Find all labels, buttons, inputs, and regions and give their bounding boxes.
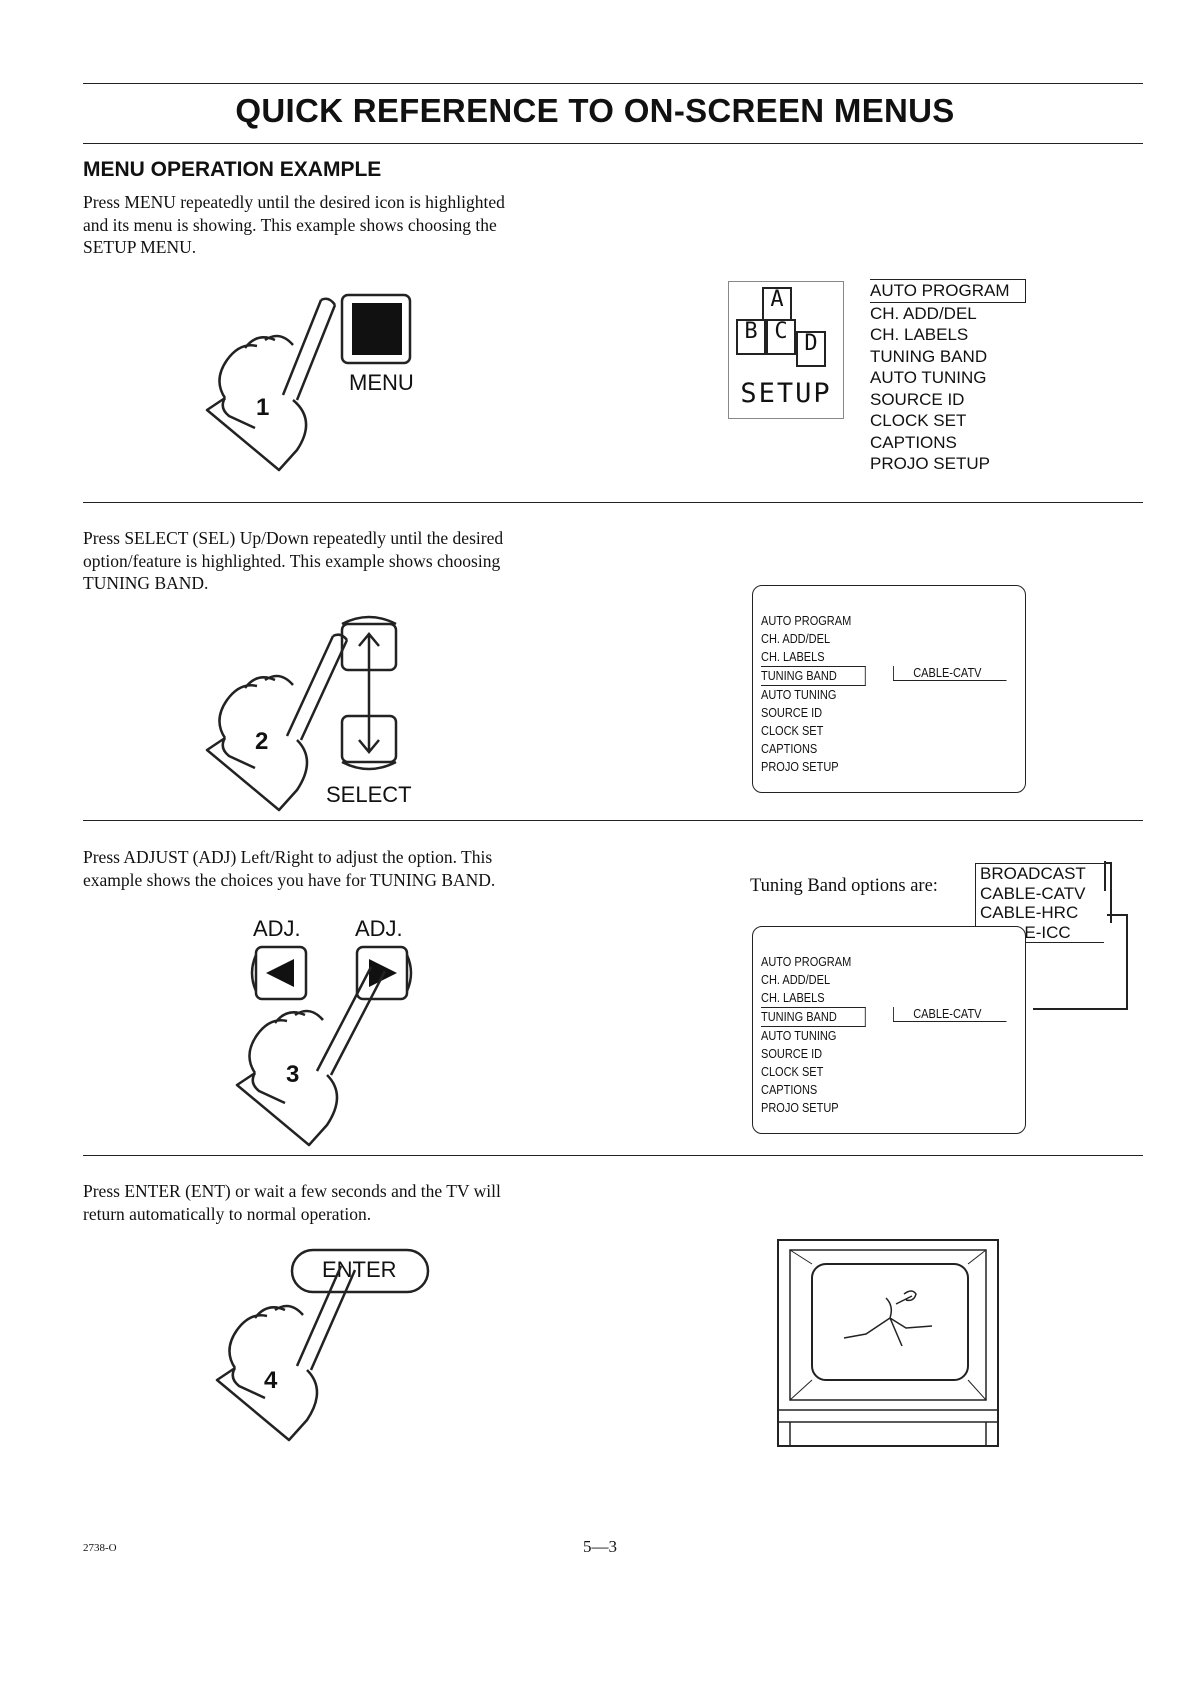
pointing-hand-icon	[205, 297, 337, 472]
osd-item: PROJO SETUP	[761, 760, 839, 774]
osd-value-box: CABLE-CATV	[893, 1007, 1007, 1022]
abcd-blocks-icon	[736, 287, 826, 367]
osd-item: CAPTIONS	[761, 1083, 818, 1097]
step4-instructions: Press ENTER (ENT) or wait a few seconds …	[83, 1180, 573, 1225]
step4-number: 4	[264, 1367, 278, 1394]
step3-line: Press ADJUST (ADJ) Left/Right to adjust …	[83, 847, 493, 867]
pointing-hand-icon	[205, 633, 349, 812]
page-number: 5—3	[583, 1537, 617, 1556]
menu-button-icon	[340, 293, 412, 365]
option-item: BROADCAST	[980, 864, 1086, 883]
page-title: QUICK REFERENCE TO ON-SCREEN MENUS	[235, 92, 955, 129]
option-item: CABLE-HRC	[980, 903, 1079, 922]
menu-item: CH. ADD/DEL	[870, 303, 977, 323]
step1-instructions: Press MENU repeatedly until the desired …	[83, 191, 573, 259]
menu-item: PROJO SETUP	[870, 454, 990, 473]
adj-right-label: ADJ.	[355, 916, 403, 941]
block-letter-b: B	[744, 319, 758, 344]
osd-item: CH. ADD/DEL	[761, 973, 831, 987]
osd-item: AUTO PROGRAM	[761, 955, 852, 969]
menu-item: CAPTIONS	[870, 432, 957, 452]
osd-item: AUTO PROGRAM	[761, 614, 852, 628]
block-letter-a: A	[770, 287, 784, 312]
osd-item: AUTO TUNING	[761, 688, 837, 702]
step2-line: Press SELECT (SEL) Up/Down repeatedly un…	[83, 528, 504, 548]
osd-item: SOURCE ID	[761, 1047, 823, 1061]
menu-item: SOURCE ID	[870, 389, 965, 409]
step1-line: and its menu is showing. This example sh…	[83, 214, 497, 235]
step1-number: 1	[256, 394, 270, 421]
osd-value-box: CABLE-CATV	[893, 666, 1007, 681]
step3-instructions: Press ADJUST (ADJ) Left/Right to adjust …	[83, 846, 573, 891]
osd-item-highlighted: TUNING BAND	[761, 666, 866, 686]
block-letter-c: C	[774, 319, 788, 344]
osd-item: PROJO SETUP	[761, 1101, 839, 1115]
setup-menu-list: AUTO PROGRAM CH. ADD/DEL CH. LABELS TUNI…	[870, 279, 1027, 475]
select-button-label: SELECT	[326, 782, 412, 807]
step2-onscreen-menu: AUTO PROGRAM CH. ADD/DEL CH. LABELS TUNI…	[752, 585, 1026, 793]
tv-set-icon	[777, 1239, 999, 1447]
pointing-hand-icon	[215, 1265, 357, 1442]
adjust-left-button-icon	[250, 945, 308, 1001]
osd-item: CH. LABELS	[761, 650, 825, 664]
divider	[83, 1155, 1143, 1156]
step2-instructions: Press SELECT (SEL) Up/Down repeatedly un…	[83, 527, 573, 595]
enter-button-icon	[290, 1248, 430, 1294]
enter-button-label: ENTER	[322, 1257, 397, 1282]
options-connector-line	[1033, 861, 1128, 1010]
step2-line: TUNING BAND.	[83, 573, 209, 593]
top-rule	[83, 83, 1143, 84]
osd-item: CH. LABELS	[761, 991, 825, 1005]
step3-number: 3	[286, 1061, 300, 1088]
step4-line: return automatically to normal operation…	[83, 1203, 372, 1224]
osd-item: AUTO TUNING	[761, 1029, 837, 1043]
osd-item: CH. ADD/DEL	[761, 632, 831, 646]
menu-item-highlighted: AUTO PROGRAM	[870, 279, 1027, 303]
step2-line: option/feature is highlighted. This exam…	[83, 550, 501, 571]
step1-line: Press MENU repeatedly until the desired …	[83, 192, 505, 212]
osd-item: CLOCK SET	[761, 1065, 824, 1079]
divider	[83, 502, 1143, 503]
title-rule	[83, 143, 1143, 144]
pointing-hand-icon	[235, 966, 387, 1147]
adj-left-label: ADJ.	[253, 916, 301, 941]
menu-button-label: MENU	[349, 370, 414, 395]
option-item: CABLE-CATV	[980, 883, 1086, 903]
select-up-down-button-icon	[340, 615, 398, 771]
step3-line: example shows the choices you have for T…	[83, 869, 496, 890]
divider	[83, 820, 1143, 821]
osd-item-highlighted: TUNING BAND	[761, 1007, 866, 1027]
section-heading: MENU OPERATION EXAMPLE	[83, 158, 382, 181]
menu-item: CH. LABELS	[870, 325, 969, 344]
step3-onscreen-menu: AUTO PROGRAM CH. ADD/DEL CH. LABELS TUNI…	[752, 926, 1026, 1134]
step4-line: Press ENTER (ENT) or wait a few seconds …	[83, 1181, 501, 1201]
setup-menu-icon: A B C D SETUP	[728, 281, 844, 419]
osd-item: CLOCK SET	[761, 724, 824, 738]
document-code: 2738-O	[83, 1542, 117, 1554]
step1-line: SETUP MENU.	[83, 237, 197, 257]
osd-menu-list: AUTO PROGRAM CH. ADD/DEL CH. LABELS TUNI…	[761, 953, 866, 1117]
osd-item: CAPTIONS	[761, 742, 818, 756]
block-letter-d: D	[804, 331, 818, 356]
osd-menu-list: AUTO PROGRAM CH. ADD/DEL CH. LABELS TUNI…	[761, 612, 866, 776]
osd-item: SOURCE ID	[761, 706, 823, 720]
step2-number: 2	[255, 728, 269, 755]
menu-item: TUNING BAND	[870, 346, 988, 366]
menu-item: AUTO TUNING	[870, 368, 987, 387]
menu-item: CLOCK SET	[870, 411, 967, 430]
options-caption: Tuning Band options are:	[750, 876, 938, 896]
setup-caption: SETUP	[740, 378, 832, 409]
